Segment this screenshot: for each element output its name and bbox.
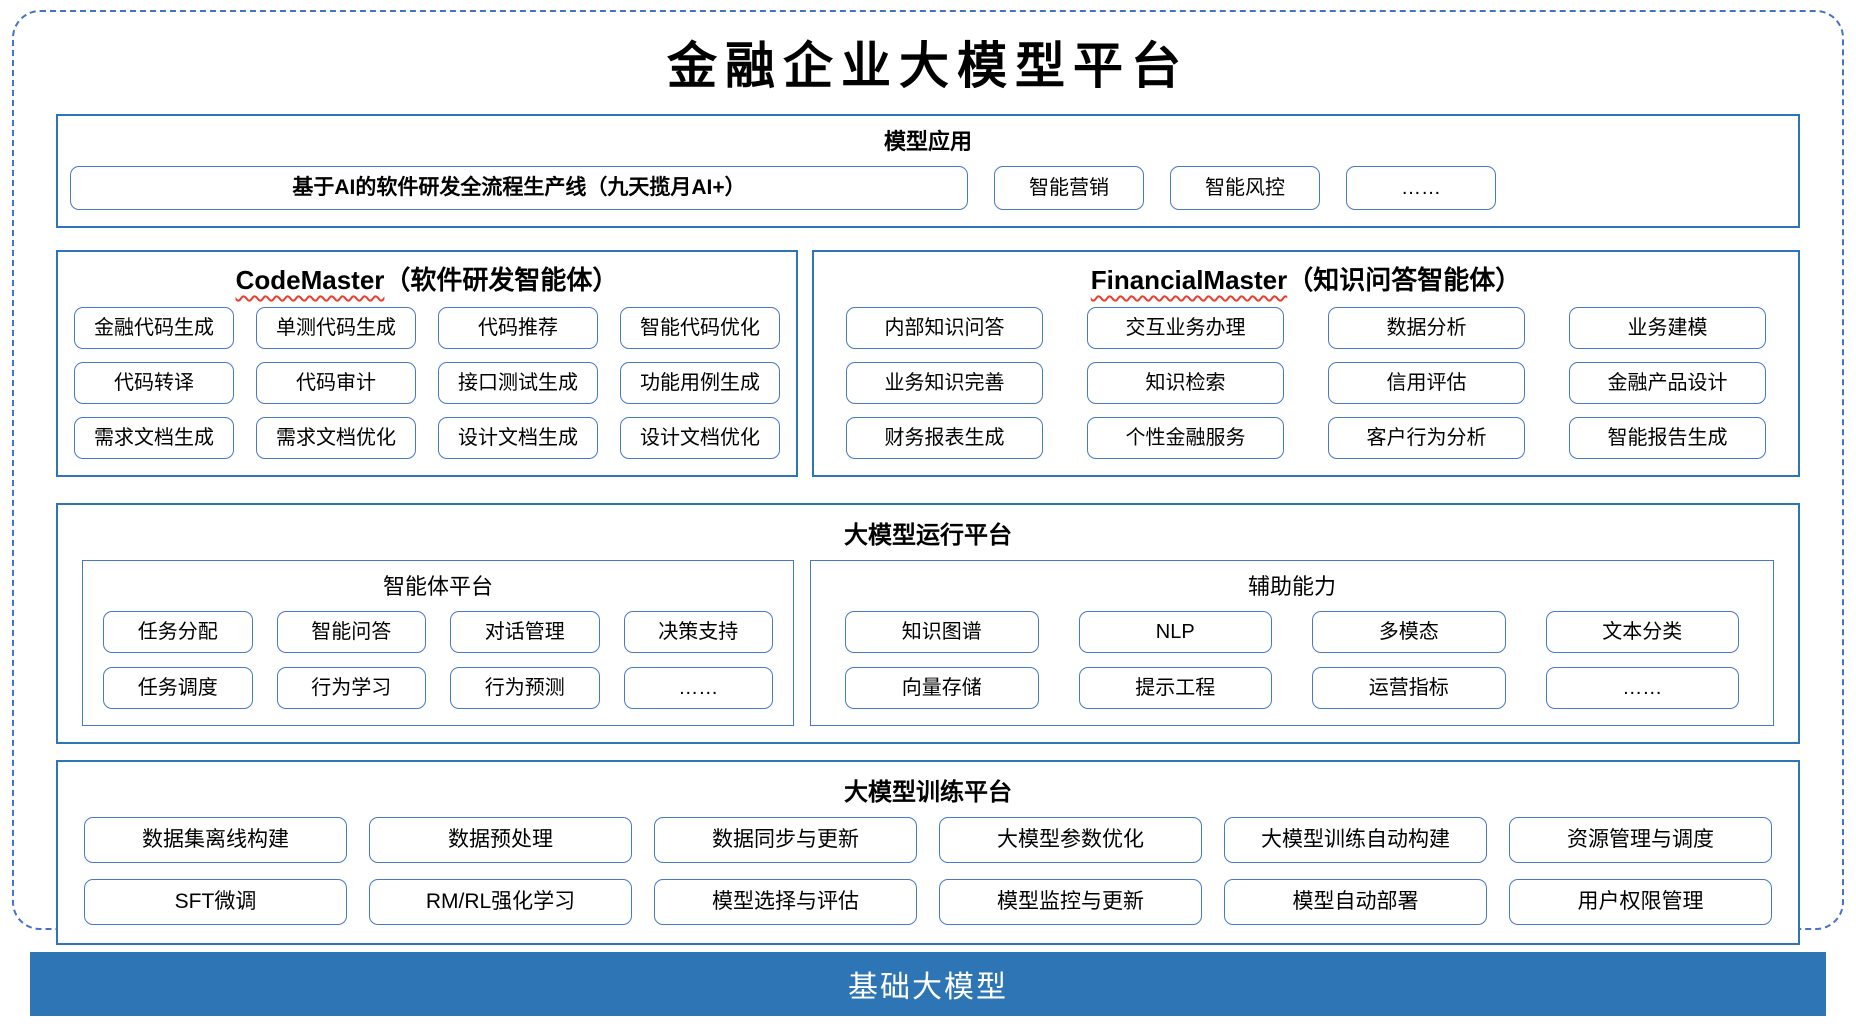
financialmaster-item: 财务报表生成: [846, 417, 1043, 459]
financialmaster-item: 信用评估: [1328, 362, 1525, 404]
agent-platform-item: 任务分配: [103, 611, 253, 653]
financialmaster-item: 个性金融服务: [1087, 417, 1284, 459]
aux-capabilities-box: 辅助能力 知识图谱 NLP 多模态文本分类向量存储提示工程运营指标 ……: [810, 560, 1774, 726]
model-application-item: ……: [1346, 166, 1496, 210]
training-platform-item: 数据预处理: [369, 817, 632, 863]
codemaster-items: 金融代码生成单测代码生成代码推荐智能代码优化代码转译代码审计接口测试生成功能用例…: [58, 303, 796, 475]
financialmaster-item: 业务知识完善: [846, 362, 1043, 404]
foundation-model-label: 基础大模型: [848, 971, 1008, 1004]
codemaster-item: 设计文档优化: [620, 417, 780, 459]
training-platform-item: 大模型参数优化: [939, 817, 1202, 863]
aux-capabilities-item: NLP: [1078, 611, 1272, 653]
foundation-model-bar: 基础大模型: [30, 952, 1826, 1016]
financialmaster-item: 交互业务办理: [1087, 307, 1284, 349]
agent-platform-header: 智能体平台: [382, 574, 493, 599]
codemaster-item: 金融代码生成: [74, 307, 234, 349]
financialmaster-item: 数据分析: [1328, 307, 1525, 349]
financialmaster-title: FinancialMaster（知识问答智能体）: [814, 252, 1798, 303]
aux-capabilities-item: ……: [1545, 667, 1739, 709]
financialmaster-name: FinancialMaster: [1090, 265, 1288, 295]
platform-diagram-frame: 金融企业大模型平台 模型应用 基于AI的软件研发全流程生产线（九天揽月AI+） …: [12, 10, 1844, 945]
agent-platform-item: 智能问答: [276, 611, 426, 653]
training-platform-item: 用户权限管理: [1509, 879, 1772, 925]
financialmaster-item: 金融产品设计: [1569, 362, 1766, 404]
training-platform-item: 数据集离线构建: [84, 817, 347, 863]
runtime-platform-row: 智能体平台 任务分配智能问答对话管理决策支持任务调度行为学习行为预测 …… 辅助能…: [58, 550, 1798, 726]
runtime-platform-header: 大模型运行平台: [844, 522, 1012, 549]
financialmaster-item: 客户行为分析: [1328, 417, 1525, 459]
training-platform-item: RM/RL强化学习: [369, 879, 632, 925]
aux-capabilities-header: 辅助能力: [1247, 574, 1336, 599]
model-application-section: 模型应用 基于AI的软件研发全流程生产线（九天揽月AI+） 智能营销智能风控 ……: [56, 114, 1800, 228]
aux-capabilities-item: 运营指标: [1312, 667, 1506, 709]
codemaster-item: 代码转译: [74, 362, 234, 404]
codemaster-item: 需求文档生成: [74, 417, 234, 459]
financialmaster-items: 内部知识问答 交互业务办理 数据分析 业务建模业务知识完善 知识检索 信用评估 金融产品设计…: [814, 303, 1798, 475]
agent-platform-item: 决策支持: [623, 611, 773, 653]
aux-capabilities-item: 多模态: [1312, 611, 1506, 653]
codemaster-item: 接口测试生成: [438, 362, 598, 404]
training-platform-item: 模型选择与评估: [654, 879, 917, 925]
training-platform-items: 数据集离线构建数据预处理数据同步与更新大模型参数优化大模型训练自动构建资源管理与…: [58, 807, 1798, 925]
codemaster-name: CodeMaster: [235, 265, 385, 295]
codemaster-title: CodeMaster（软件研发智能体）: [58, 252, 796, 303]
training-platform-item: 模型自动部署: [1224, 879, 1487, 925]
codemaster-item: 设计文档生成: [438, 417, 598, 459]
training-platform-header: 大模型训练平台: [844, 779, 1012, 806]
agent-platform-item: 行为学习: [276, 667, 426, 709]
agent-platform-item: 对话管理: [450, 611, 600, 653]
page-title: 金融企业大模型平台: [667, 38, 1189, 94]
codemaster-item: 功能用例生成: [620, 362, 780, 404]
codemaster-item: 智能代码优化: [620, 307, 780, 349]
training-platform-item: 模型监控与更新: [939, 879, 1202, 925]
model-application-header: 模型应用: [883, 129, 972, 154]
agents-row: CodeMaster（软件研发智能体） 金融代码生成单测代码生成代码推荐智能代码…: [56, 250, 1800, 477]
training-platform-item: 数据同步与更新: [654, 817, 917, 863]
codemaster-section: CodeMaster（软件研发智能体） 金融代码生成单测代码生成代码推荐智能代码…: [56, 250, 798, 477]
agent-platform-box: 智能体平台 任务分配智能问答对话管理决策支持任务调度行为学习行为预测 ……: [82, 560, 794, 726]
aux-capabilities-items: 知识图谱 NLP 多模态文本分类向量存储提示工程运营指标 ……: [811, 603, 1773, 725]
financialmaster-item: 内部知识问答: [846, 307, 1043, 349]
codemaster-item: 需求文档优化: [256, 417, 416, 459]
aux-capabilities-item: 知识图谱: [845, 611, 1039, 653]
financialmaster-item: 知识检索: [1087, 362, 1284, 404]
ai-pipeline-box: 基于AI的软件研发全流程生产线（九天揽月AI+）: [70, 166, 968, 210]
model-application-item: 智能营销: [994, 166, 1144, 210]
financialmaster-item: 业务建模: [1569, 307, 1766, 349]
financialmaster-subtitle: （知识问答智能体）: [1287, 265, 1522, 295]
model-application-item: 智能风控: [1170, 166, 1320, 210]
aux-capabilities-item: 向量存储: [845, 667, 1039, 709]
model-application-row: 基于AI的软件研发全流程生产线（九天揽月AI+） 智能营销智能风控 ……: [58, 156, 1798, 210]
training-platform-item: 大模型训练自动构建: [1224, 817, 1487, 863]
training-platform-item: 资源管理与调度: [1509, 817, 1772, 863]
training-platform-item: SFT微调: [84, 879, 347, 925]
agent-platform-items: 任务分配智能问答对话管理决策支持任务调度行为学习行为预测 ……: [83, 603, 793, 725]
aux-capabilities-item: 文本分类: [1545, 611, 1739, 653]
financialmaster-item: 智能报告生成: [1569, 417, 1766, 459]
financialmaster-section: FinancialMaster（知识问答智能体） 内部知识问答 交互业务办理 数据分…: [812, 250, 1800, 477]
codemaster-item: 代码推荐: [438, 307, 598, 349]
aux-capabilities-item: 提示工程: [1078, 667, 1272, 709]
codemaster-subtitle: （软件研发智能体）: [384, 265, 619, 295]
runtime-platform-section: 大模型运行平台 智能体平台 任务分配智能问答对话管理决策支持任务调度行为学习行为…: [56, 503, 1800, 744]
training-platform-section: 大模型训练平台 数据集离线构建数据预处理数据同步与更新大模型参数优化大模型训练自…: [56, 760, 1800, 945]
agent-platform-item: ……: [623, 667, 773, 709]
codemaster-item: 单测代码生成: [256, 307, 416, 349]
codemaster-item: 代码审计: [256, 362, 416, 404]
model-application-items: 智能营销智能风控 ……: [994, 166, 1496, 210]
agent-platform-item: 任务调度: [103, 667, 253, 709]
agent-platform-item: 行为预测: [450, 667, 600, 709]
